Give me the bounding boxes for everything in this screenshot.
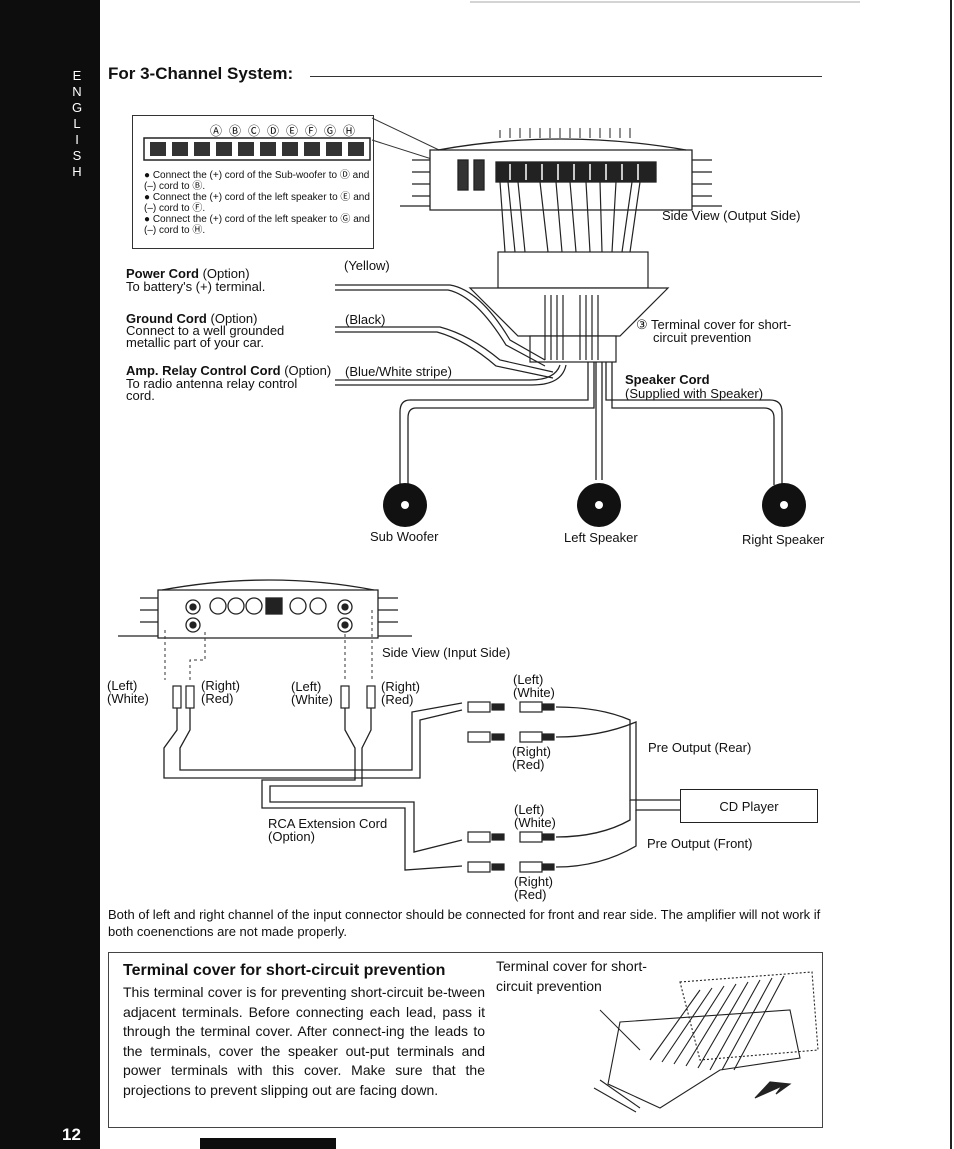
terminal-cover-label: ③ Terminal cover for short-: [636, 317, 792, 332]
rca-cord-option: (Option): [268, 829, 315, 844]
lang-letter: I: [75, 132, 79, 147]
channel-label: (Right): [201, 678, 241, 693]
rca-jacks-cd: [467, 701, 555, 873]
channel-label: (White): [514, 815, 556, 830]
ground-cord-desc: Connect to a well grounded: [126, 323, 285, 338]
instruction-text: Connect the (+) cord of the left speaker…: [144, 214, 370, 236]
power-cord-title: Power Cord: [126, 266, 199, 281]
cd-player-box: CD Player: [680, 789, 818, 823]
pre-output-rear-label: Pre Output (Rear): [648, 740, 752, 755]
instruction-text: Connect the (+) cord of the Sub-woofer t…: [144, 170, 370, 192]
side-view-input-label: Side View (Input Side): [382, 645, 511, 660]
instruction-item: ● Connect the (+) cord of the left speak…: [144, 192, 370, 214]
channel-label: (Left): [513, 672, 544, 687]
speaker-icons: [383, 483, 806, 527]
relay-cord-desc: To radio antenna relay control: [126, 376, 298, 391]
ground-cord-title: Ground Cord: [126, 311, 207, 326]
yellow-label: (Yellow): [344, 258, 390, 273]
lang-letter: L: [73, 116, 81, 131]
amplifier-input-side: [118, 579, 412, 639]
channel-label: (Left): [291, 679, 322, 694]
channel-label: (Left): [107, 678, 138, 693]
cord-bundle: [335, 181, 670, 386]
instruction-text: Connect the (+) cord of the left speaker…: [144, 192, 370, 214]
terminal-block-closeup: [143, 137, 371, 161]
relay-cord-option: (Option): [280, 363, 332, 378]
relay-cord-desc: cord.: [126, 388, 155, 403]
channel-label: (White): [291, 692, 333, 707]
terminal-cover-illustration-label: Terminal cover for short-circuit prevent…: [496, 958, 647, 994]
blue-white-label: (Blue/White stripe): [345, 364, 452, 379]
left-speaker-label: Left Speaker: [564, 530, 638, 545]
instruction-item: ● Connect the (+) cord of the left speak…: [144, 214, 370, 236]
power-cord-option: (Option): [198, 266, 250, 281]
speaker-cords: [399, 362, 783, 485]
lang-letter: S: [72, 148, 82, 163]
title-rule: [310, 76, 822, 77]
speaker-cord-desc: (Supplied with Speaker): [625, 386, 764, 401]
channel-label: (Left): [514, 802, 545, 817]
right-speaker-label: Right Speaker: [742, 532, 825, 547]
pre-output-front-label: Pre Output (Front): [647, 836, 753, 851]
page-title: For 3-Channel System:: [108, 64, 294, 83]
terminal-instructions: ● Connect the (+) cord of the Sub-woofer…: [144, 170, 370, 236]
page-number: 12: [62, 1125, 81, 1144]
relay-cord-title: Amp. Relay Control Cord: [126, 363, 281, 378]
terminal-cover-box: [108, 952, 823, 1128]
sub-woofer-label: Sub Woofer: [370, 529, 439, 544]
channel-label: (Right): [381, 679, 421, 694]
channel-label: (Red): [512, 757, 545, 772]
connection-note: Both of left and right channel of the in…: [108, 907, 821, 939]
language-tab: E N G L I S H: [62, 68, 92, 180]
channel-label: (Right): [512, 744, 552, 759]
power-cord-desc: To battery's (+) terminal.: [126, 279, 266, 294]
power-cord-label: Power Cord (Option): [126, 267, 250, 280]
channel-label: (White): [513, 685, 555, 700]
terminal-letters: ⒶⒷⒸⒹⒺⒻⒼⒽ: [210, 124, 363, 138]
terminal-cover-label: circuit prevention: [653, 330, 752, 345]
amplifier-output-side: [400, 128, 722, 211]
relay-cord-label: Amp. Relay Control Cord (Option): [126, 364, 331, 377]
channel-label: (Red): [514, 887, 547, 902]
channel-label: (Right): [514, 874, 554, 889]
page-edge-rule: [950, 0, 952, 1149]
instruction-item: ● Connect the (+) cord of the Sub-woofer…: [144, 170, 370, 192]
terminal-callout-box: [132, 115, 374, 249]
ground-cord-option: (Option): [206, 311, 258, 326]
rca-cables: [163, 702, 463, 871]
ground-cord-label: Ground Cord (Option): [126, 312, 257, 325]
speaker-cord-label: Speaker Cord: [625, 372, 710, 387]
black-label: (Black): [345, 312, 386, 327]
side-view-output-label: Side View (Output Side): [662, 208, 801, 223]
footer-bar: [200, 1138, 336, 1149]
channel-label: (Red): [201, 691, 234, 706]
lang-letter: G: [71, 100, 83, 115]
rca-cord-label: RCA Extension Cord: [268, 816, 388, 831]
terminal-cover-illustration: [593, 971, 819, 1113]
lang-letter: N: [72, 84, 82, 99]
terminal-cover-body: This terminal cover is for preventing sh…: [123, 984, 485, 1098]
terminal-cover-title: Terminal cover for short-circuit prevent…: [123, 962, 446, 979]
language-sidebar: [0, 0, 100, 1149]
channel-label: (White): [107, 691, 149, 706]
channel-label: (Red): [381, 692, 414, 707]
ground-cord-desc: metallic part of your car.: [126, 335, 264, 350]
lang-letter: H: [72, 164, 82, 179]
lang-letter: E: [72, 68, 82, 83]
